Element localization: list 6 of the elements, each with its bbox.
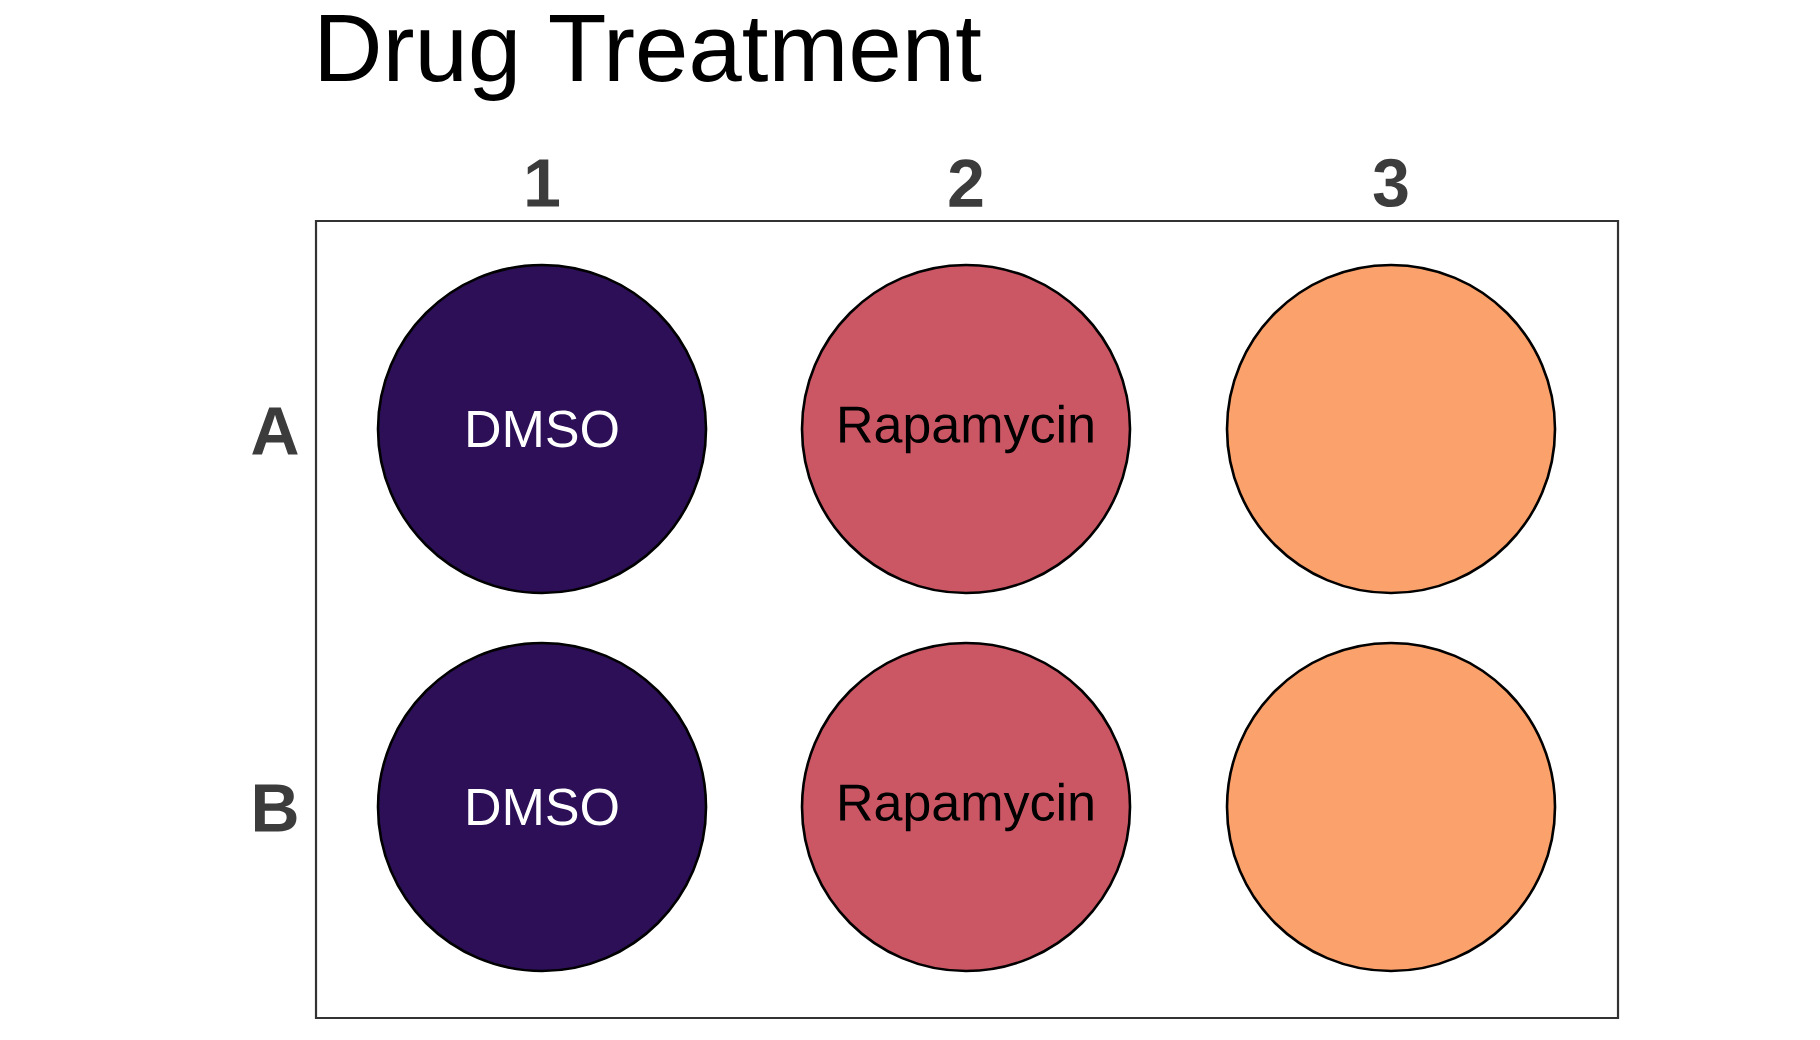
row-letter: B (255, 784, 297, 832)
plate-outline (314, 219, 1620, 1020)
well-circle (1225, 641, 1557, 973)
well-circle (1225, 263, 1557, 595)
row-letter: A (252, 407, 298, 455)
title: Drug Treatment (321, 15, 982, 101)
